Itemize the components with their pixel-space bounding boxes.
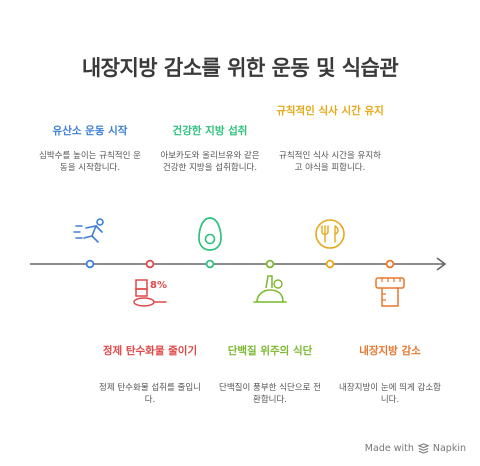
running-person-icon [73, 218, 104, 243]
timeline-dot [205, 259, 215, 269]
step-title: 정제 탄수화물 줄이기 [102, 345, 198, 357]
timeline-dot [325, 259, 335, 269]
timeline-dot [85, 259, 95, 269]
step-title: 건강한 지방 섭취 [172, 125, 248, 137]
timeline-arrowhead [436, 257, 447, 271]
footer-prefix: Made with [364, 443, 414, 454]
step-title: 유산소 운동 시작 [52, 125, 128, 137]
step-description: 정제 탄수화물 섭취를 줄입니다. [99, 383, 201, 405]
timeline-dot [145, 259, 155, 269]
timeline-dot [385, 259, 395, 269]
page-title: 내장지방 감소를 위한 운동 및 식습관 [81, 56, 399, 80]
footer-brand: Napkin [432, 443, 466, 454]
step-title: 내장지방 감소 [359, 345, 421, 357]
step-description: 단백질이 풍부한 식단으로 전환합니다. [219, 383, 321, 405]
step-description: 내장지방이 눈에 띄게 감소합니다. [339, 383, 441, 405]
made-with-napkin[interactable]: Made with Napkin [365, 443, 466, 454]
step-description: 규칙적인 식사 시간을 유지하고 야식을 피합니다. [279, 151, 381, 173]
avocado-icon [198, 217, 222, 251]
step-title: 단백질 위주의 식단 [227, 345, 313, 357]
timeline-dot [265, 259, 275, 269]
measuring-tape-icon [375, 277, 405, 307]
napkin-logo-icon [417, 443, 429, 454]
svg-text:8%: 8% [150, 280, 167, 291]
meal-time-icon [315, 219, 345, 249]
step-title: 규칙적인 식사 시간 유지 [276, 105, 384, 117]
step-description: 아보카도와 올리브유와 같은 건강한 지방을 섭취합니다. [160, 151, 260, 173]
step-description: 심박수를 높이는 규칙적인 운동을 시작합니다. [39, 151, 141, 173]
reduce-carbs-icon: 8% [133, 279, 167, 307]
protein-food-icon [253, 275, 287, 303]
